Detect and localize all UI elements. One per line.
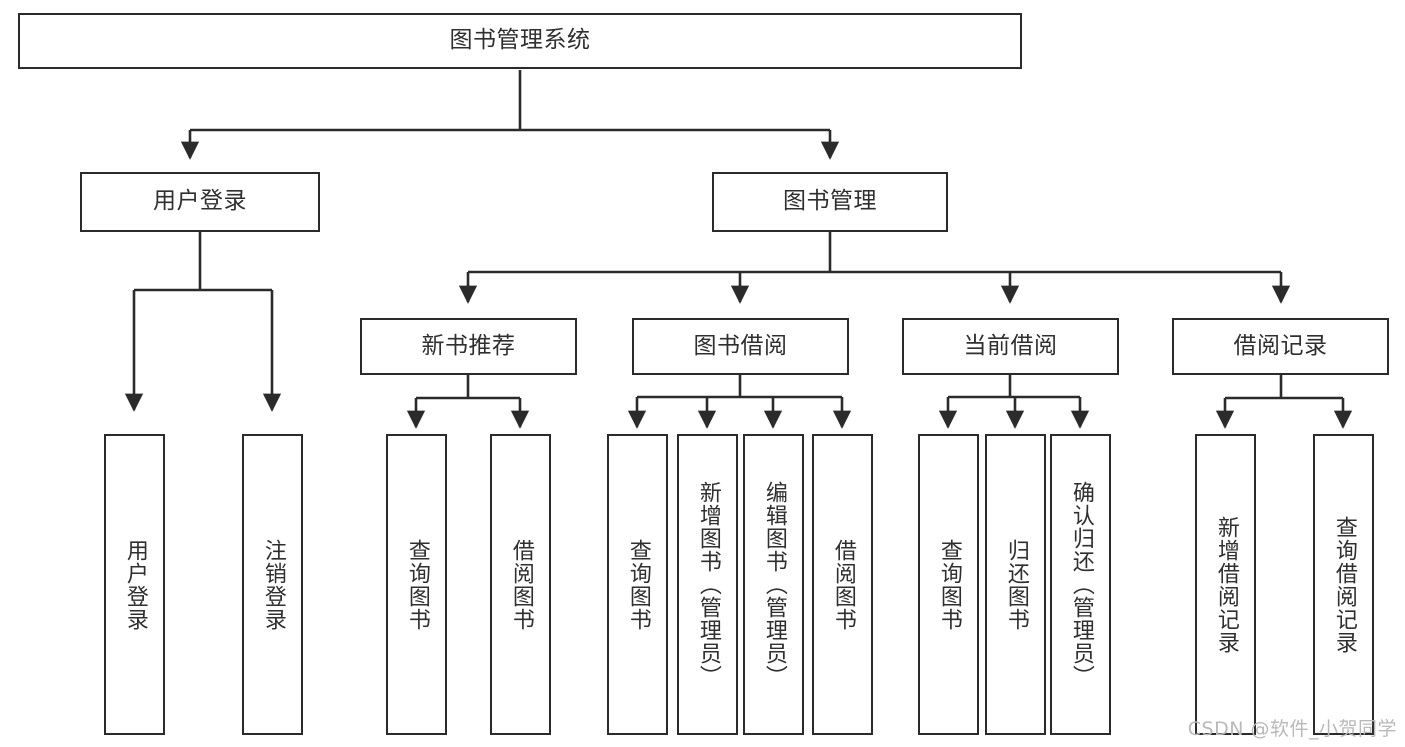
node-leaf-record-query-record-label: 查询借阅记录 xyxy=(1331,515,1357,654)
node-leaf-borrow-edit-book-admin[interactable]: 编辑图书（管理员） xyxy=(743,434,804,735)
node-leaf-borrow-query-book[interactable]: 查询图书 xyxy=(607,434,668,735)
node-level2-new-book-recommend[interactable]: 新书推荐 xyxy=(360,318,577,375)
node-leaf-current-confirm-return-admin-label: 确认归还（管理员） xyxy=(1068,481,1094,688)
node-leaf-newbook-query-book[interactable]: 查询图书 xyxy=(386,434,447,735)
node-level2-current-borrow[interactable]: 当前借阅 xyxy=(902,318,1119,375)
csdn-watermark: CSDN @软件_小贺同学 xyxy=(1187,718,1397,740)
node-leaf-current-confirm-return-admin[interactable]: 确认归还（管理员） xyxy=(1050,434,1111,735)
node-leaf-newbook-query-book-label: 查询图书 xyxy=(404,538,430,631)
node-leaf-record-add-record-label: 新增借阅记录 xyxy=(1213,515,1239,654)
node-leaf-borrow-add-book-admin[interactable]: 新增图书（管理员） xyxy=(677,434,738,735)
node-level2-book-borrow-label: 图书借阅 xyxy=(693,332,788,359)
node-leaf-logout[interactable]: 注销登录 xyxy=(242,434,303,735)
node-root-book-management-system[interactable]: 图书管理系统 xyxy=(18,13,1022,69)
node-leaf-newbook-borrow-book-label: 借阅图书 xyxy=(508,538,534,631)
node-root-label: 图书管理系统 xyxy=(449,27,591,54)
node-level1-user-login-label: 用户登录 xyxy=(153,188,247,215)
node-level1-book-management-label: 图书管理 xyxy=(783,188,877,215)
node-leaf-logout-label: 注销登录 xyxy=(260,538,286,631)
node-leaf-borrow-borrow-book[interactable]: 借阅图书 xyxy=(812,434,873,735)
node-leaf-borrow-query-book-label: 查询图书 xyxy=(625,538,651,631)
node-leaf-newbook-borrow-book[interactable]: 借阅图书 xyxy=(490,434,551,735)
node-level2-borrow-record[interactable]: 借阅记录 xyxy=(1172,318,1389,375)
node-leaf-current-query-book-label: 查询图书 xyxy=(936,538,962,631)
node-leaf-current-return-book-label: 归还图书 xyxy=(1003,538,1029,631)
node-leaf-borrow-borrow-book-label: 借阅图书 xyxy=(830,538,856,631)
node-leaf-current-return-book[interactable]: 归还图书 xyxy=(985,434,1046,735)
node-leaf-current-query-book[interactable]: 查询图书 xyxy=(918,434,979,735)
node-level2-current-borrow-label: 当前借阅 xyxy=(963,332,1058,359)
node-leaf-user-login-label: 用户登录 xyxy=(122,538,148,631)
node-leaf-borrow-add-book-admin-label: 新增图书（管理员） xyxy=(695,481,721,688)
node-leaf-record-query-record[interactable]: 查询借阅记录 xyxy=(1313,434,1374,735)
node-level1-book-management[interactable]: 图书管理 xyxy=(712,172,948,232)
node-level2-book-borrow[interactable]: 图书借阅 xyxy=(632,318,849,375)
node-level1-user-login[interactable]: 用户登录 xyxy=(80,172,320,232)
node-leaf-user-login[interactable]: 用户登录 xyxy=(104,434,165,735)
node-level2-new-book-recommend-label: 新书推荐 xyxy=(421,332,516,359)
node-leaf-borrow-edit-book-admin-label: 编辑图书（管理员） xyxy=(761,481,787,688)
node-level2-borrow-record-label: 借阅记录 xyxy=(1233,332,1328,359)
node-leaf-record-add-record[interactable]: 新增借阅记录 xyxy=(1195,434,1256,735)
